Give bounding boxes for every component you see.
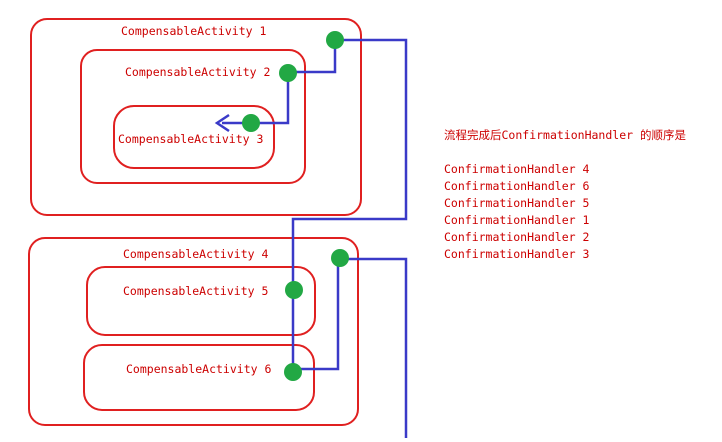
order-item: ConfirmationHandler 1: [444, 213, 590, 227]
handler-dot-2: [279, 64, 297, 82]
order-item: ConfirmationHandler 5: [444, 196, 590, 210]
confirmation-order-note: 流程完成后ConfirmationHandler 的顺序是 Confirmati…: [444, 127, 686, 263]
activity-label-5: CompensableActivity 5: [123, 284, 268, 298]
activity-box-2: [80, 49, 306, 184]
order-item: ConfirmationHandler 6: [444, 179, 590, 193]
activity-label-4: CompensableActivity 4: [123, 247, 268, 261]
handler-dot-3: [242, 114, 260, 132]
activity-box-3: [113, 105, 275, 169]
activity-label-2: CompensableActivity 2: [125, 65, 270, 79]
order-item: ConfirmationHandler 3: [444, 247, 590, 261]
handler-dot-6: [284, 363, 302, 381]
order-item: ConfirmationHandler 4: [444, 162, 590, 176]
handler-dot-4: [331, 249, 349, 267]
handler-dot-5: [285, 281, 303, 299]
activity-box-1: [30, 18, 362, 216]
activity-label-3: CompensableActivity 3: [118, 132, 263, 146]
handler-dot-1: [326, 31, 344, 49]
note-title: 流程完成后ConfirmationHandler 的顺序是: [444, 128, 686, 142]
activity-label-1: CompensableActivity 1: [121, 24, 266, 38]
activity-box-5: [86, 266, 316, 336]
arrow-head-icon: [214, 113, 230, 133]
order-item: ConfirmationHandler 2: [444, 230, 590, 244]
activity-label-6: CompensableActivity 6: [126, 362, 271, 376]
activity-box-4: [28, 237, 359, 426]
activity-box-6: [83, 344, 315, 411]
